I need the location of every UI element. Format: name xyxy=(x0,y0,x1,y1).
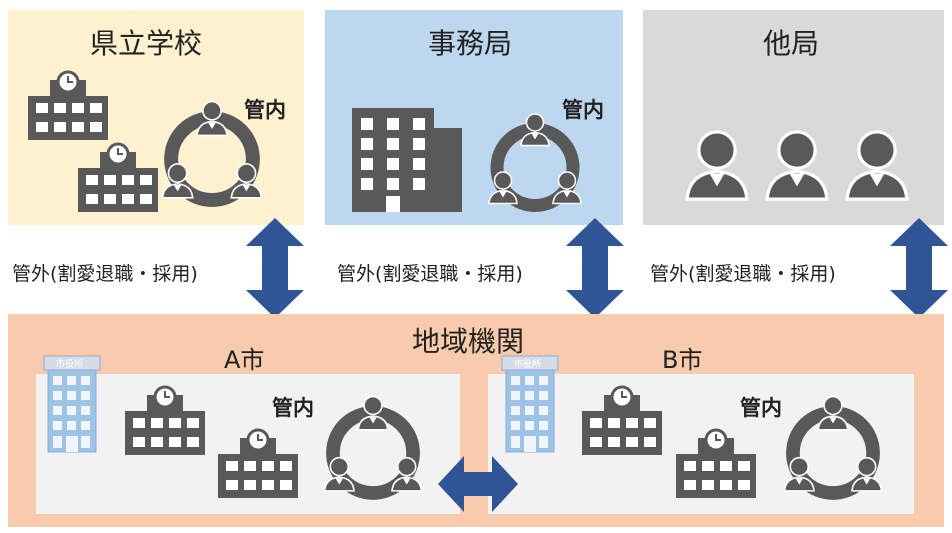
person-icon xyxy=(845,130,909,201)
person-circle-icon xyxy=(320,395,426,493)
person-icon xyxy=(765,130,829,201)
school-building-icon xyxy=(123,385,207,457)
city-hall-icon xyxy=(501,355,559,453)
city-a-hall-sign: 市役所 xyxy=(56,360,84,370)
school-building-icon xyxy=(76,142,160,214)
person-circle-icon xyxy=(485,112,585,206)
school-title: 県立学校 xyxy=(90,27,203,60)
person-circle-icon xyxy=(158,100,266,200)
school-building-icon xyxy=(580,385,664,457)
school-internal-label: 管内 xyxy=(244,98,286,122)
left-right-arrow-icon xyxy=(438,456,518,512)
up-down-arrow-icon xyxy=(890,218,948,318)
person-circle-icon xyxy=(780,395,886,493)
school-building-icon xyxy=(26,70,110,142)
city-a-internal-label: 管内 xyxy=(272,396,314,420)
other-title: 他局 xyxy=(763,27,820,60)
city-hall-icon xyxy=(43,355,101,453)
regional-title: 地域機関 xyxy=(412,325,525,358)
transfer-label-office: 管外(割愛退職・採用) xyxy=(337,263,523,285)
up-down-arrow-icon xyxy=(246,218,304,318)
city-b-hall-sign: 市役所 xyxy=(514,360,542,370)
school-building-icon xyxy=(674,428,758,500)
city-b-title: B市 xyxy=(662,346,703,374)
city-b-internal-label: 管内 xyxy=(740,396,782,420)
transfer-label-other: 管外(割愛退職・採用) xyxy=(650,263,836,285)
office-internal-label: 管内 xyxy=(562,98,604,122)
school-building-icon xyxy=(216,428,300,500)
person-icon xyxy=(685,130,749,201)
transfer-label-school: 管外(割愛退職・採用) xyxy=(12,263,198,285)
office-building-icon xyxy=(352,108,462,212)
office-title: 事務局 xyxy=(428,27,513,60)
up-down-arrow-icon xyxy=(566,218,624,318)
city-a-title: A市 xyxy=(224,346,265,374)
